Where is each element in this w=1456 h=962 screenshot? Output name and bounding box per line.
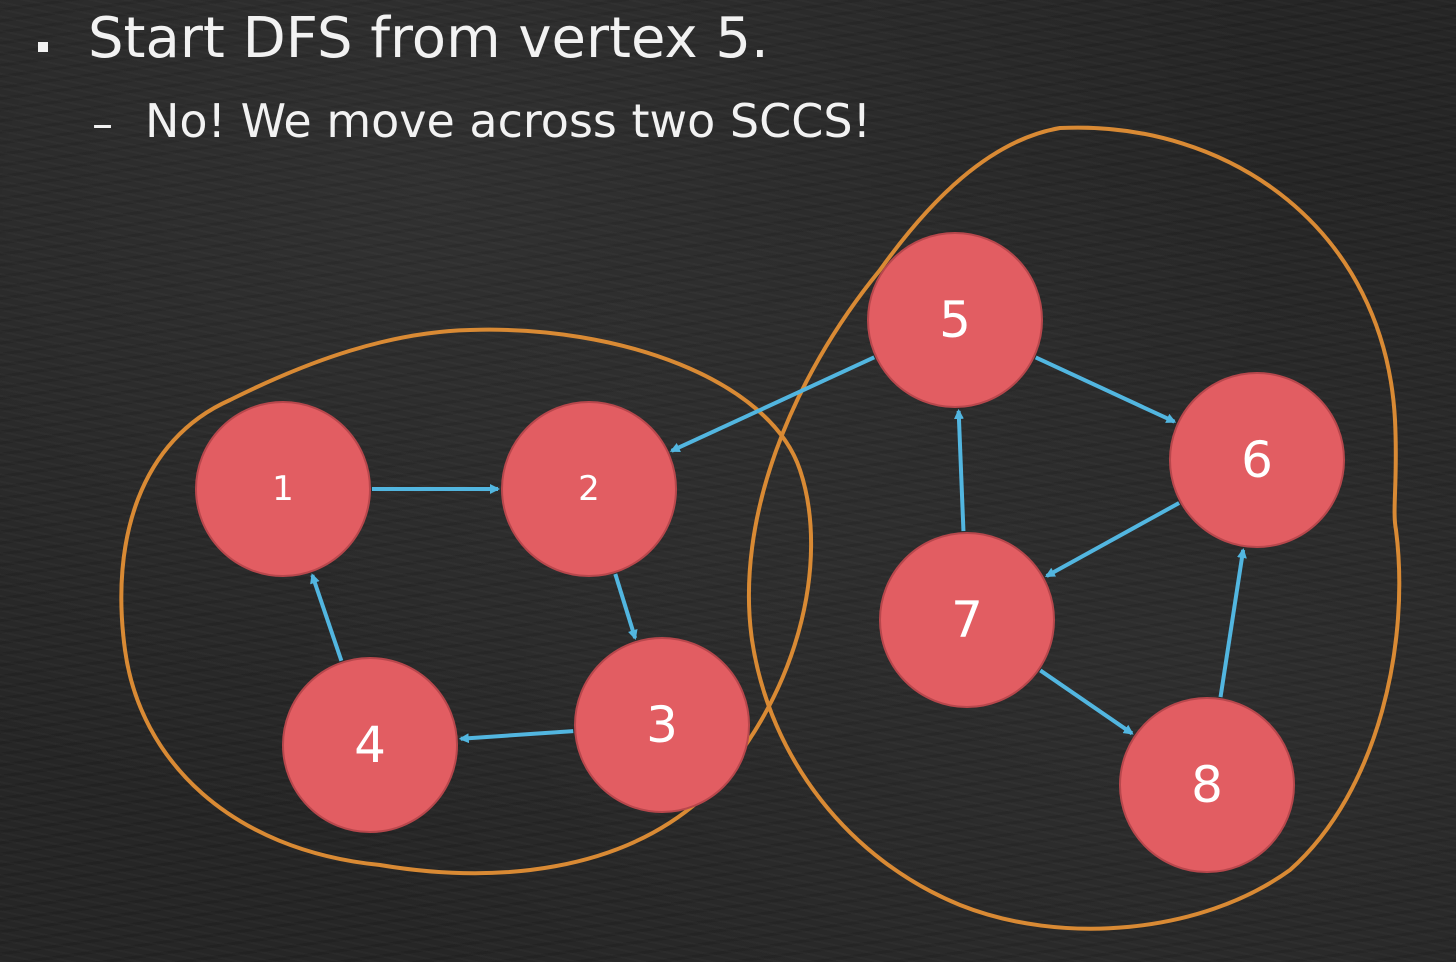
edge-3-to-4 bbox=[458, 729, 574, 744]
vertex-4: 4 bbox=[282, 657, 458, 833]
vertex-label: 6 bbox=[1241, 431, 1273, 489]
scc-outline-2 bbox=[747, 125, 1402, 931]
edge-2-to-3 bbox=[613, 573, 638, 640]
vertex-circle bbox=[195, 401, 371, 577]
scc-outline-1 bbox=[119, 327, 814, 876]
vertex-label: 8 bbox=[1191, 756, 1223, 814]
vertex-label: 2 bbox=[578, 469, 600, 509]
vertex-circle bbox=[574, 637, 750, 813]
edge-7-to-8 bbox=[1039, 668, 1134, 736]
vertex-circle bbox=[1119, 697, 1295, 873]
vertex-2: 2 bbox=[501, 401, 677, 577]
vertex-circle bbox=[879, 532, 1055, 708]
vertex-label: 7 bbox=[951, 591, 983, 649]
vertex-label: 1 bbox=[272, 469, 294, 509]
sub-bullet-text: No! We move across two SCCS! bbox=[145, 94, 872, 148]
edge-4-to-1 bbox=[310, 573, 344, 662]
edge-5-to-2 bbox=[669, 355, 876, 453]
vertex-5: 5 bbox=[867, 232, 1043, 408]
vertex-3: 3 bbox=[574, 637, 750, 813]
vertex-circle bbox=[867, 232, 1043, 408]
vertex-6: 6 bbox=[1169, 372, 1345, 548]
vertex-1: 1 bbox=[195, 401, 371, 577]
vertex-label: 3 bbox=[646, 696, 678, 754]
sub-bullet-dash: – bbox=[92, 99, 113, 148]
vertex-8: 8 bbox=[1119, 697, 1295, 873]
vertex-circle bbox=[501, 401, 677, 577]
vertex-label: 4 bbox=[354, 716, 386, 774]
vertex-7: 7 bbox=[879, 532, 1055, 708]
edge-6-to-7 bbox=[1044, 501, 1181, 578]
bullet-text: Start DFS from vertex 5. bbox=[88, 6, 769, 71]
edge-8-to-6 bbox=[1218, 547, 1247, 698]
edge-7-to-5 bbox=[953, 408, 966, 532]
vertex-circle bbox=[282, 657, 458, 833]
vertex-circle bbox=[1169, 372, 1345, 548]
bullet-marker bbox=[38, 42, 48, 52]
vertex-label: 5 bbox=[939, 291, 971, 349]
edge-5-to-6 bbox=[1034, 355, 1177, 424]
